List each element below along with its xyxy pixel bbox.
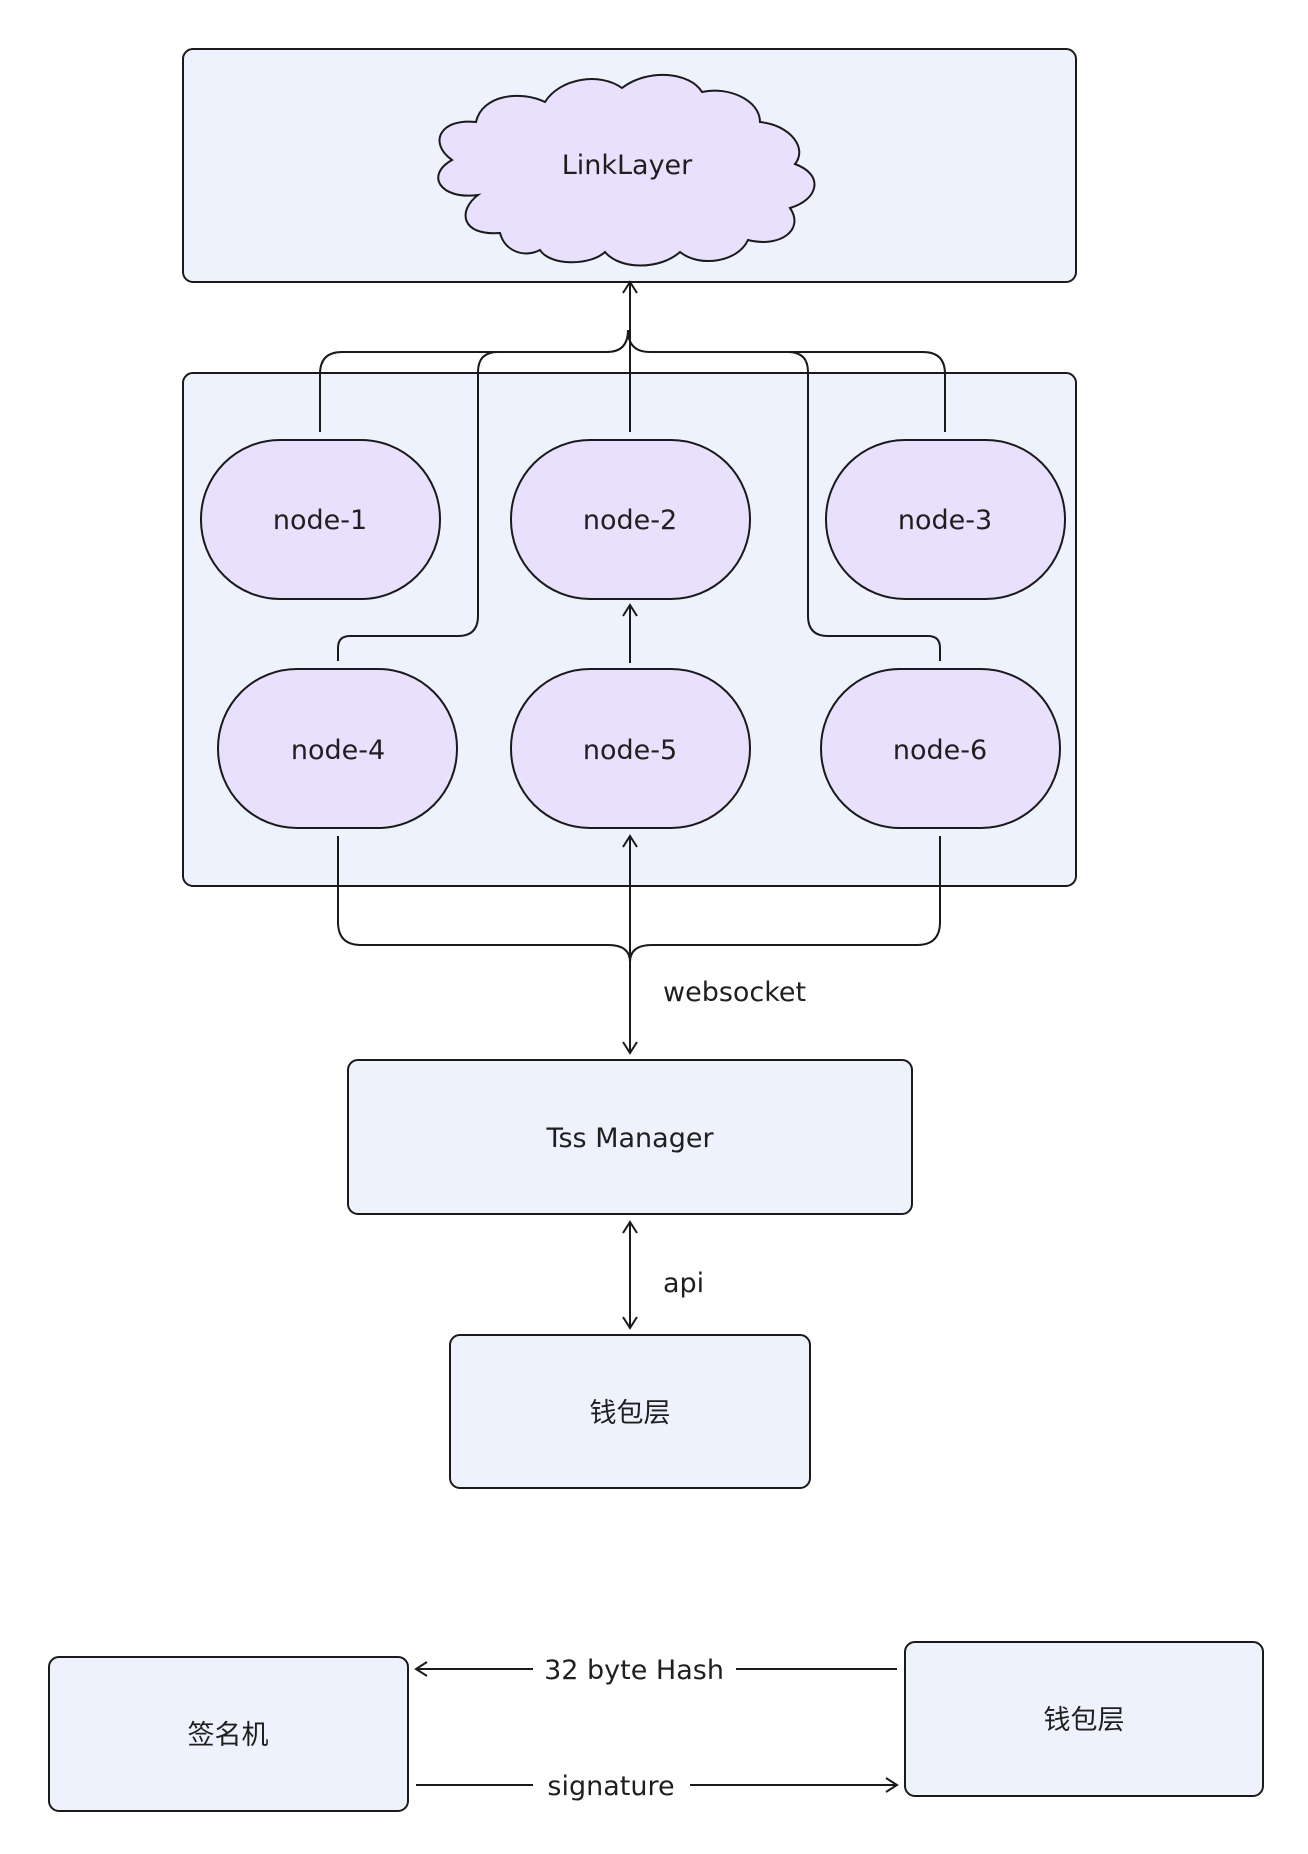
wallet-layer-label: 钱包层 xyxy=(590,1398,671,1429)
wallet-layer-box xyxy=(449,1334,811,1489)
wallet-layer-label-2: 钱包层 xyxy=(1044,1705,1125,1736)
linklayer-label: LinkLayer xyxy=(562,150,693,181)
node-1-label: node-1 xyxy=(273,505,367,536)
node-1 xyxy=(200,439,441,600)
api-label: api xyxy=(663,1268,704,1299)
node-6-label: node-6 xyxy=(893,735,987,766)
websocket-label: websocket xyxy=(663,977,806,1008)
signer-box xyxy=(48,1656,409,1812)
node-3 xyxy=(825,439,1066,600)
connector-node6 xyxy=(650,351,941,661)
signer-label: 签名机 xyxy=(188,1720,269,1751)
node-3-label: node-3 xyxy=(898,505,992,536)
node-2-label: node-2 xyxy=(583,505,677,536)
node-5-label: node-5 xyxy=(583,735,677,766)
connector-node1 xyxy=(319,329,629,432)
linklayer-cloud xyxy=(437,74,816,267)
node-4-label: node-4 xyxy=(291,735,385,766)
hash-label: 32 byte Hash xyxy=(544,1655,724,1686)
node-4 xyxy=(217,668,458,829)
signature-label: signature xyxy=(547,1771,674,1802)
node-6 xyxy=(820,668,1061,829)
node-5 xyxy=(510,668,751,829)
tss-manager-label: Tss Manager xyxy=(545,1123,714,1154)
connector-node4 xyxy=(337,351,607,661)
tss-manager-box xyxy=(347,1059,913,1215)
node-2 xyxy=(510,439,751,600)
wallet-layer-box-2 xyxy=(904,1641,1264,1797)
